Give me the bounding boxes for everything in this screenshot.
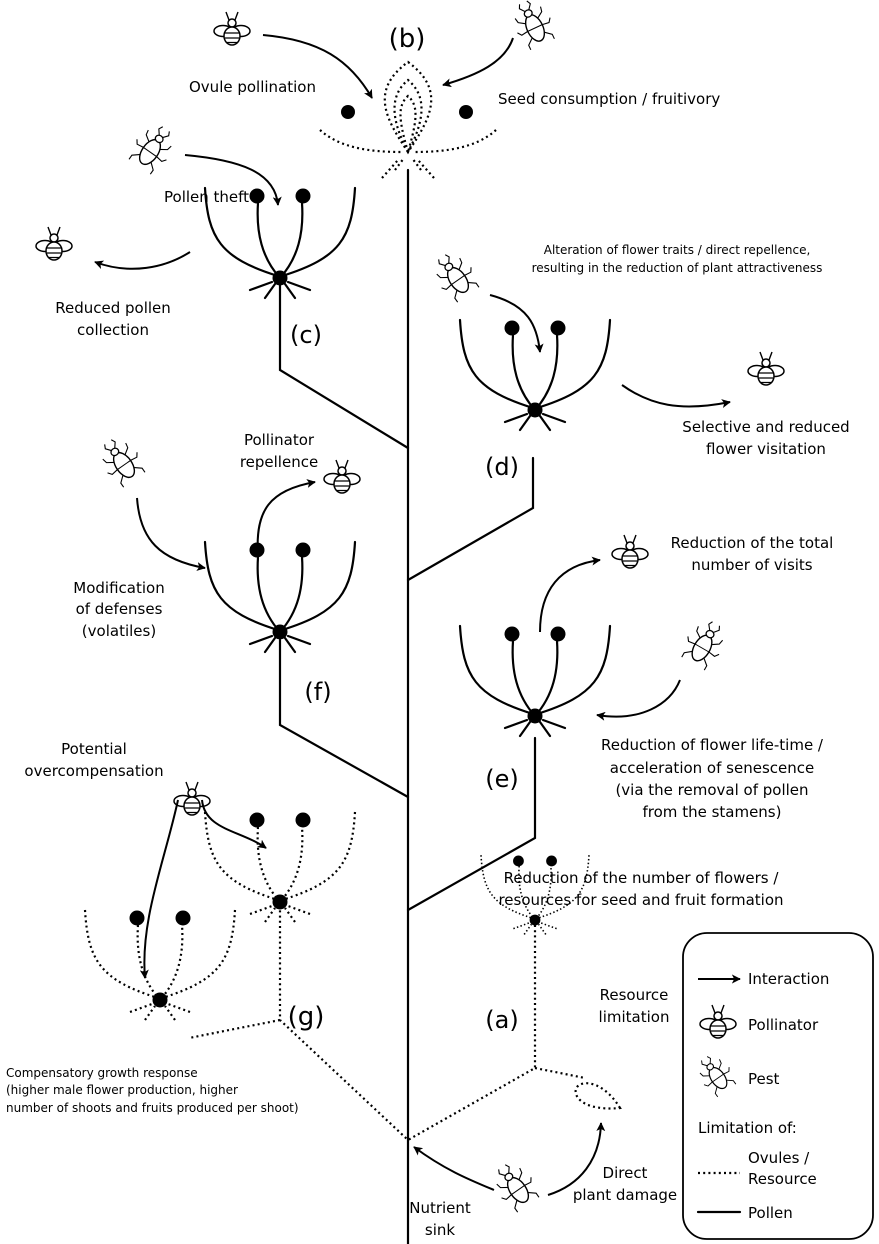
text-reduced-pollen-1: Reduced pollen [55,299,171,317]
pest-icon [676,614,733,674]
text-alteration-2: resulting in the reduction of plant attr… [532,261,823,275]
pollinator-icon [747,351,785,386]
text-lifetime-4: from the stamens) [643,803,782,821]
legend-interaction: Interaction [748,970,829,988]
flower-e [458,624,612,738]
text-compensatory-2: (higher male flower production, higher [6,1083,238,1097]
text-lifetime-1: Reduction of flower life-time / [601,736,824,754]
text-pollen-theft: Pollen theft [164,188,249,206]
main-stem [278,168,537,1244]
label-e: (e) [485,765,519,793]
pest-icon [124,118,182,178]
resource-network [188,900,622,1141]
legend-ovules-1: Ovules / [748,1149,810,1167]
text-direct-1: Direct [603,1164,648,1182]
flower-f [203,540,357,654]
text-direct-2: plant damage [573,1186,677,1204]
text-nutrient-2: sink [425,1221,455,1239]
legend: Interaction Pollinator Pest Limitation o… [682,932,874,1240]
legend-pollinator: Pollinator [748,1016,819,1034]
text-lifetime-3: (via the removal of pollen [615,781,808,799]
legend-limitation-title: Limitation of: [698,1119,797,1137]
legend-ovules-2: Resource [748,1170,817,1188]
text-compensatory-3: number of shoots and fruits produced per… [6,1101,299,1115]
text-reduced-pollen-2: collection [77,321,149,339]
pest-icon [486,1156,544,1216]
label-f: (f) [304,678,331,706]
flower-d [458,318,612,432]
text-modification-2: of defenses [76,600,163,618]
flower-b [319,60,497,179]
pest-icon [506,0,560,53]
pollinator-icon [323,459,361,494]
text-seed-consumption: Seed consumption / fruitivory [498,90,720,108]
text-reduction-visits-1: Reduction of the total [671,534,834,552]
text-lifetime-2: acceleration of senescence [610,759,814,777]
label-b: (b) [389,24,426,54]
text-selective-1: Selective and reduced [682,418,849,436]
label-c: (c) [290,321,322,349]
legend-pest: Pest [748,1070,780,1088]
text-nutrient-1: Nutrient [409,1199,471,1217]
label-g: (g) [288,1002,325,1032]
text-resource-lim-2: limitation [599,1008,670,1026]
text-pollinator-rep-1: Pollinator [244,431,315,449]
pollinator-icon [35,226,73,261]
text-potential-1: Potential [61,740,127,758]
damaged-leaf [574,1082,622,1110]
text-compensatory-1: Compensatory growth response [6,1066,198,1080]
text-ovule-pollination: Ovule pollination [189,78,316,96]
pest-icon [92,431,150,491]
text-modification-3: (volatiles) [82,622,156,640]
text-selective-2: flower visitation [706,440,826,458]
pest-icon [426,246,484,306]
text-pollinator-rep-2: repellence [240,453,318,471]
pollinator-icon [213,11,251,46]
label-a: (a) [485,1006,518,1034]
text-reduction-flowers-1: Reduction of the number of flowers / [504,869,780,887]
legend-pollen: Pollen [748,1204,793,1222]
text-reduction-flowers-2: resources for seed and fruit formation [498,891,783,909]
flower-g-lower [83,908,237,1022]
text-modification-1: Modification [73,579,164,597]
text-resource-lim-1: Resource [600,986,669,1004]
text-reduction-visits-2: number of visits [691,556,812,574]
label-d: (d) [485,453,519,481]
text-alteration-1: Alteration of flower traits / direct rep… [544,243,811,257]
text-potential-2: overcompensation [24,762,163,780]
interaction-arrows [94,34,731,1196]
pollinator-icon [611,534,649,569]
